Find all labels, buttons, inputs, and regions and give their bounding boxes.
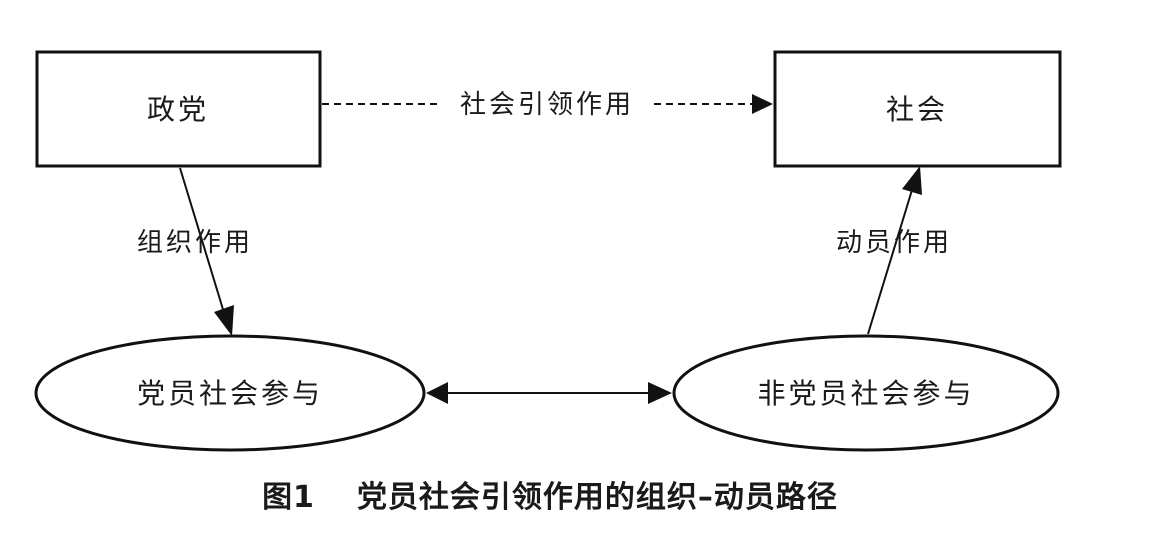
organizing-arrowhead	[214, 305, 234, 336]
social-leading-arrowhead	[752, 94, 773, 114]
nonmember-participation-label: 非党员社会参与	[757, 377, 974, 410]
mobilizing-arrowhead	[902, 166, 922, 195]
bidirectional-edge	[426, 382, 672, 404]
bidirectional-arrowhead-right	[648, 382, 672, 404]
social-leading-edge: 社会引领作用	[322, 90, 773, 120]
member-participation-label: 党员社会参与	[137, 377, 323, 410]
organizing-label: 组织作用	[137, 228, 253, 258]
mobilizing-label: 动员作用	[836, 228, 952, 258]
figure-number: 图1	[262, 480, 315, 515]
mobilizing-edge: 动员作用	[836, 166, 952, 335]
organizing-edge: 组织作用	[137, 167, 253, 336]
party-node: 政党	[35, 50, 322, 168]
society-label: 社会	[886, 93, 948, 126]
nonmember-participation-node: 非党员社会参与	[672, 334, 1060, 452]
member-participation-node: 党员社会参与	[34, 334, 426, 452]
bidirectional-arrowhead-left	[426, 382, 448, 404]
party-label: 政党	[147, 93, 209, 126]
figure-caption: 图1 党员社会引领作用的组织–动员路径	[0, 472, 1100, 516]
social-leading-label: 社会引领作用	[460, 90, 634, 120]
diagram-canvas: 政党 社会 社会引领作用 组织作用 动员作用 党员社会参与 非党员社会参与	[34, 50, 1062, 452]
figure-title: 党员社会引领作用的组织–动员路径	[356, 480, 838, 515]
society-node: 社会	[773, 50, 1062, 168]
